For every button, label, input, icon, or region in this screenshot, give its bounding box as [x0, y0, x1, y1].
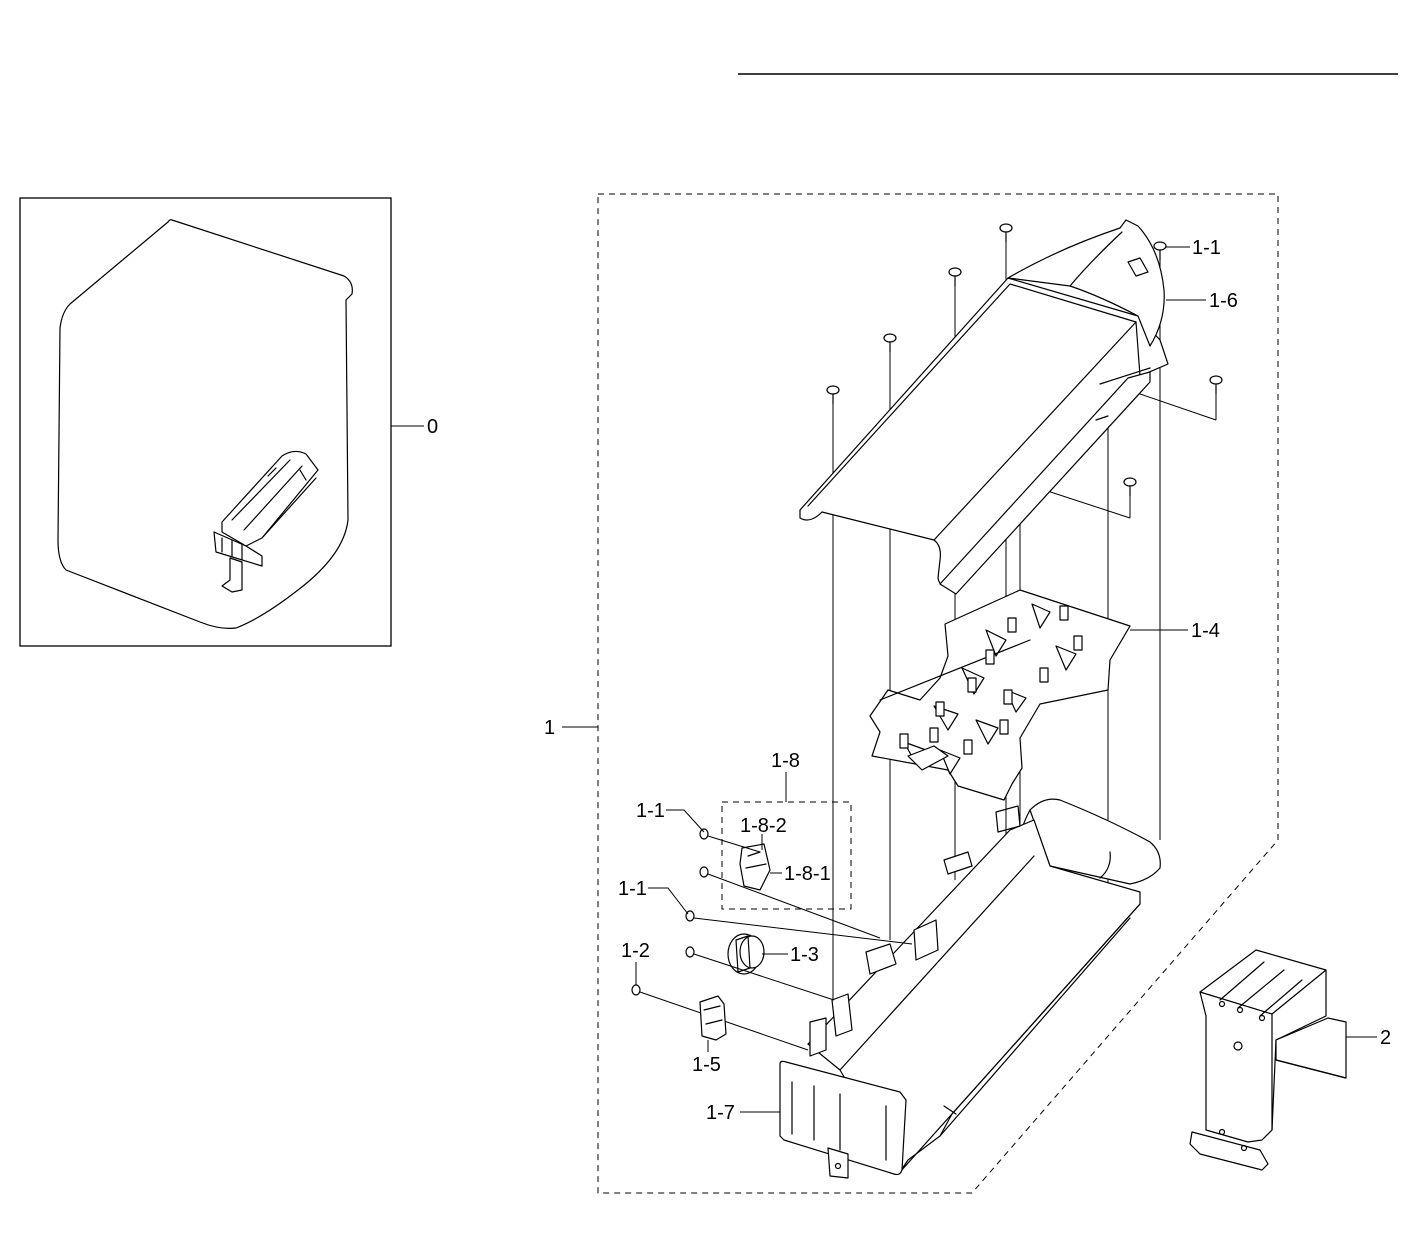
- assembly-1-boundary: [597, 193, 1279, 1194]
- screw-icon: [699, 866, 709, 878]
- screw-icon: [826, 385, 840, 405]
- screw-icon: [631, 984, 641, 996]
- inset-heater-duct: [213, 450, 319, 593]
- screw-icon: [999, 223, 1013, 243]
- heater-coil-plate: [869, 589, 1131, 801]
- heater-housing: [807, 798, 1161, 1173]
- callout-2: 2: [1380, 1027, 1391, 1049]
- callout-1-8-1: 1-8-1: [784, 863, 831, 885]
- leader-1-1-b: [648, 887, 689, 915]
- mounting-bracket-2: [1189, 949, 1347, 1171]
- callout-1-8-2: 1-8-2: [740, 815, 787, 837]
- sub-assembly-1-8-boundary: [721, 801, 852, 910]
- callout-1-2: 1-2: [621, 940, 650, 962]
- callout-1-6: 1-6: [1209, 290, 1238, 312]
- screws-top: [826, 223, 1223, 497]
- screw-icon: [1123, 477, 1137, 497]
- callout-0: 0: [427, 416, 438, 438]
- callout-1-7: 1-7: [706, 1102, 735, 1124]
- screw-icon: [948, 267, 962, 287]
- leader-1-1-a: [666, 809, 705, 833]
- callout-1-1-b: 1-1: [618, 878, 647, 900]
- callout-1-1-top: 1-1: [1192, 237, 1221, 259]
- screw-icon: [1153, 241, 1167, 261]
- insulator-post-icon: [899, 605, 1083, 755]
- callout-1-8: 1-8: [771, 750, 800, 772]
- inset-frame: [19, 197, 392, 647]
- screw-icon: [699, 828, 709, 840]
- callout-1-3: 1-3: [790, 944, 819, 966]
- end-bracket: [779, 1060, 907, 1179]
- thermal-cutoff-1-3: [727, 933, 765, 975]
- screw-icon: [685, 946, 695, 958]
- heater-duct-cover: [799, 219, 1169, 595]
- callout-1-5: 1-5: [692, 1054, 721, 1076]
- screw-icon: [883, 333, 897, 353]
- screw-icon: [1209, 375, 1223, 395]
- thermistor-1-5: [699, 995, 727, 1041]
- callout-1-1-a: 1-1: [636, 800, 665, 822]
- assembly-overview-inset: [19, 197, 392, 647]
- callout-1-4: 1-4: [1191, 620, 1220, 642]
- callout-1: 1: [544, 717, 555, 739]
- thermostat-1-8: [739, 843, 771, 891]
- dryer-cabinet-outline: [57, 219, 353, 629]
